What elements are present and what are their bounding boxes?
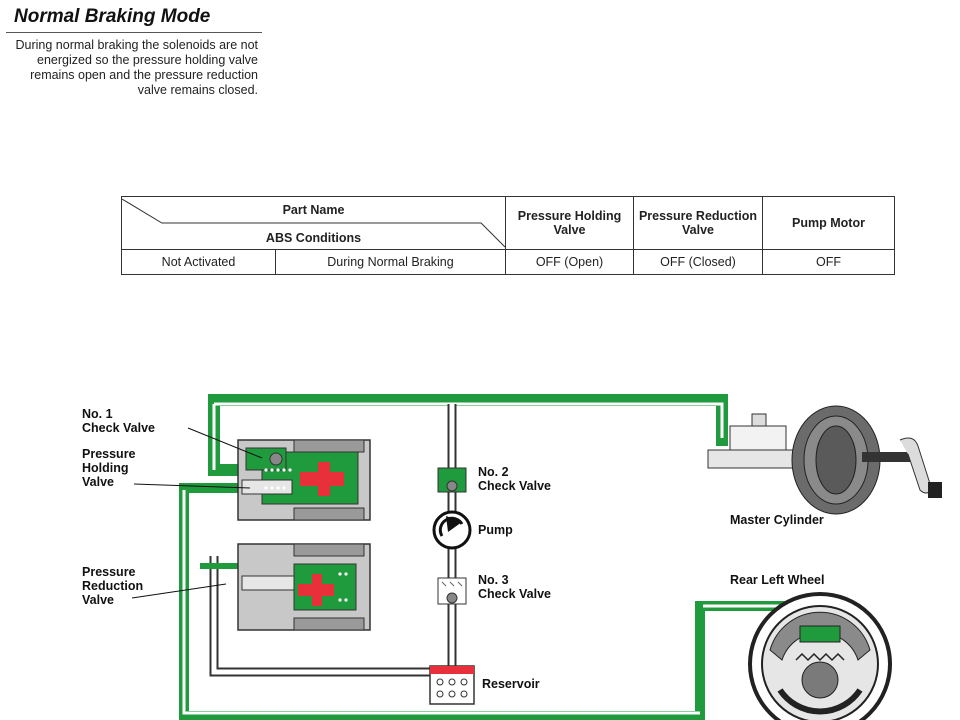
label-reservoir: Reservoir bbox=[482, 677, 540, 691]
label-no2-check-valve: No. 2 Check Valve bbox=[478, 465, 551, 493]
abs-state-table: Part Name ABS Conditions Pressure Holdin… bbox=[121, 196, 895, 275]
holding-solenoid-arrow-icon bbox=[300, 462, 344, 496]
title-divider bbox=[6, 32, 262, 33]
rear-left-wheel-icon bbox=[748, 592, 892, 720]
page-title: Normal Braking Mode bbox=[14, 6, 211, 27]
label-rear-left-wheel: Rear Left Wheel bbox=[730, 573, 824, 587]
cell-condition: Not Activated bbox=[121, 249, 276, 275]
header-pressure-holding-valve: Pressure Holding Valve bbox=[505, 196, 634, 250]
no1-check-valve-ball bbox=[269, 452, 283, 466]
pressure-holding-valve bbox=[237, 439, 371, 521]
table-header-row: Part Name ABS Conditions Pressure Holdin… bbox=[121, 196, 895, 250]
no2-check-valve bbox=[437, 467, 467, 493]
cell-pump-motor: OFF bbox=[762, 249, 895, 275]
reduction-fluid-dots bbox=[338, 572, 348, 602]
pressure-reduction-valve bbox=[237, 543, 371, 631]
holding-fluid-dots bbox=[264, 468, 292, 490]
master-cylinder-icon bbox=[707, 405, 942, 515]
table-row: Not Activated During Normal Braking OFF … bbox=[121, 249, 895, 275]
cell-pressure-reduction-valve: OFF (Closed) bbox=[633, 249, 763, 275]
reduction-solenoid-arrow-icon bbox=[298, 574, 334, 606]
label-pressure-holding-valve: Pressure Holding Valve bbox=[82, 447, 139, 489]
label-master-cylinder: Master Cylinder bbox=[730, 513, 824, 527]
leader-lines bbox=[131, 427, 263, 599]
reservoir bbox=[429, 665, 475, 705]
label-no3-check-valve: No. 3 Check Valve bbox=[478, 573, 551, 601]
header-abs-conditions: ABS Conditions bbox=[265, 231, 362, 245]
header-part-name: Part Name bbox=[282, 203, 345, 217]
label-pump: Pump bbox=[478, 523, 513, 537]
no3-check-valve bbox=[437, 577, 467, 605]
cell-pressure-holding-valve: OFF (Open) bbox=[505, 249, 634, 275]
label-pressure-reduction-valve: Pressure Reduction Valve bbox=[82, 565, 147, 607]
mode-description: During normal braking the solenoids are … bbox=[15, 38, 259, 97]
diagonal-rule bbox=[122, 198, 505, 248]
cell-mode: During Normal Braking bbox=[275, 249, 506, 275]
pump-icon bbox=[432, 510, 472, 550]
label-no1-check-valve: No. 1 Check Valve bbox=[82, 407, 155, 435]
header-pressure-reduction-valve: Pressure Reduction Valve bbox=[633, 196, 763, 250]
table-diagonal-header: Part Name ABS Conditions bbox=[121, 196, 506, 250]
